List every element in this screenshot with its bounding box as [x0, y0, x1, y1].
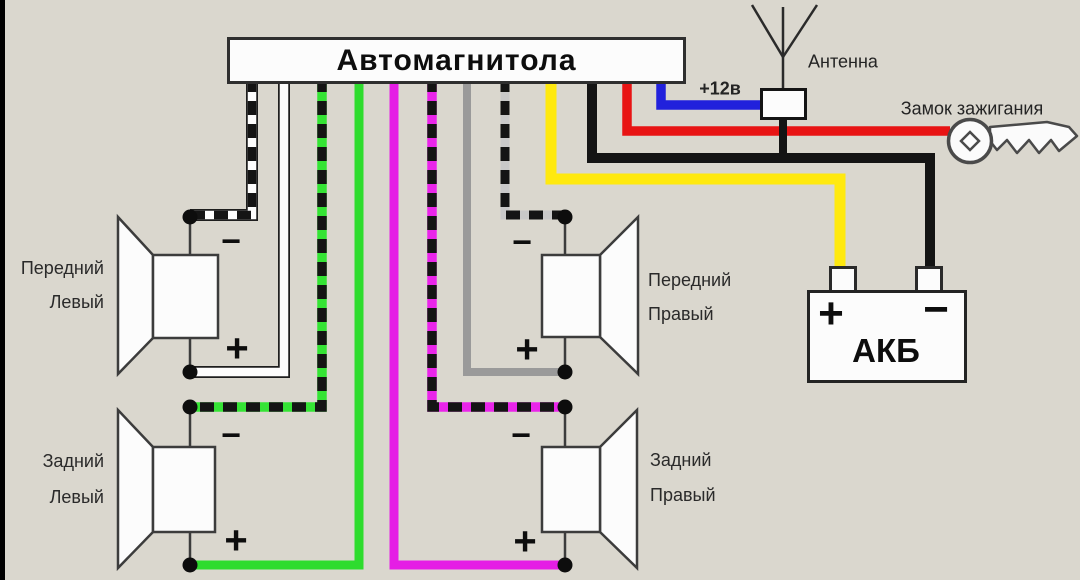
terminal-dot-plus	[557, 364, 573, 380]
wire-base-white	[190, 78, 257, 220]
speaker-cone	[116, 406, 155, 572]
speaker-front-left	[116, 209, 220, 380]
speaker-cone	[598, 406, 639, 571]
antenna-arm-left	[750, 4, 785, 58]
label-line1: Передний	[20, 258, 104, 278]
wire-base-white	[190, 78, 289, 377]
battery-plus-sign: +	[818, 289, 844, 338]
front-right-minus-sign: −	[512, 223, 532, 262]
label-rear-left-speaker: Задний Левый	[0, 443, 104, 515]
label-line2: Правый	[648, 304, 714, 324]
terminal-dot-minus	[557, 209, 573, 225]
antenna-label: Антенна	[808, 51, 878, 72]
plus12v-label: +12в	[699, 78, 741, 99]
antenna-arm-right	[781, 4, 819, 58]
label-front-left-speaker: Передний Левый	[0, 251, 104, 319]
antenna-icon	[750, 4, 819, 88]
terminal-dot-plus	[182, 364, 198, 380]
wire-antenna-blue	[656, 78, 763, 110]
speaker-front-right	[540, 209, 640, 380]
wire-ignition-red	[622, 78, 950, 136]
label-line2: Правый	[650, 485, 716, 505]
wire-dashes	[427, 78, 565, 412]
wire-front-right-minus	[500, 78, 565, 220]
battery-minus-sign: −	[923, 285, 949, 334]
ignition-key-icon	[946, 117, 1079, 165]
wire-front-left-minus	[190, 78, 258, 221]
speaker-magnet	[151, 445, 217, 534]
head-unit-title: Автомагнитола	[336, 43, 577, 77]
terminal-dot-minus	[557, 399, 573, 415]
wire-outline	[190, 78, 258, 221]
label-line1: Передний	[648, 270, 732, 290]
battery-box	[807, 290, 967, 383]
terminal-dot-plus	[557, 557, 573, 573]
wire-front-right-plus	[463, 78, 565, 376]
wire-rear-left-minus	[190, 78, 327, 412]
speaker-rear-left	[116, 399, 217, 573]
ignition-lock-label: Замок зажигания	[900, 98, 1044, 119]
wire-battery-plus-yellow	[545, 78, 846, 280]
speaker-magnet	[540, 253, 602, 339]
wire-rear-left-plus	[190, 78, 364, 570]
key-hole	[959, 130, 981, 152]
wire-rear-right-plus	[389, 78, 565, 570]
speaker-magnet	[540, 445, 602, 534]
front-left-minus-sign: −	[221, 222, 241, 261]
label-line1: Задний	[650, 450, 712, 470]
left-edge-bar	[0, 0, 5, 580]
label-line2: Левый	[49, 292, 104, 312]
speaker-cone	[116, 213, 155, 378]
speaker-rear-right	[540, 399, 639, 573]
label-front-right-speaker: Передний Правый	[648, 263, 788, 331]
wire-base-gray	[500, 78, 565, 220]
rear-left-minus-sign: −	[221, 416, 241, 455]
antenna-unit-box	[760, 88, 807, 120]
wire-battery-minus-black	[587, 78, 935, 280]
rear-right-plus-sign: +	[513, 519, 537, 564]
speaker-cone	[598, 213, 640, 377]
rear-right-minus-sign: −	[511, 416, 531, 455]
label-rear-right-speaker: Задний Правый	[650, 443, 790, 513]
key-blade	[988, 120, 1079, 155]
wire-dashes	[190, 78, 327, 412]
wire-front-left-plus	[190, 78, 290, 378]
terminal-dot-plus	[182, 557, 198, 573]
terminal-dot-minus	[182, 209, 198, 225]
key-head	[946, 117, 994, 165]
terminal-dot-minus	[182, 399, 198, 415]
label-line1: Задний	[42, 451, 104, 471]
battery-label: АКБ	[852, 332, 920, 369]
wire-base-magenta	[427, 78, 565, 412]
front-left-plus-sign: +	[225, 326, 249, 371]
speaker-magnet	[151, 253, 220, 340]
front-right-plus-sign: +	[515, 327, 539, 372]
label-line2: Левый	[49, 487, 104, 507]
wire-dashes	[190, 78, 257, 220]
wire-rear-right-minus	[427, 78, 565, 412]
head-unit-box: Автомагнитола	[227, 37, 686, 84]
rear-left-plus-sign: +	[224, 518, 248, 563]
